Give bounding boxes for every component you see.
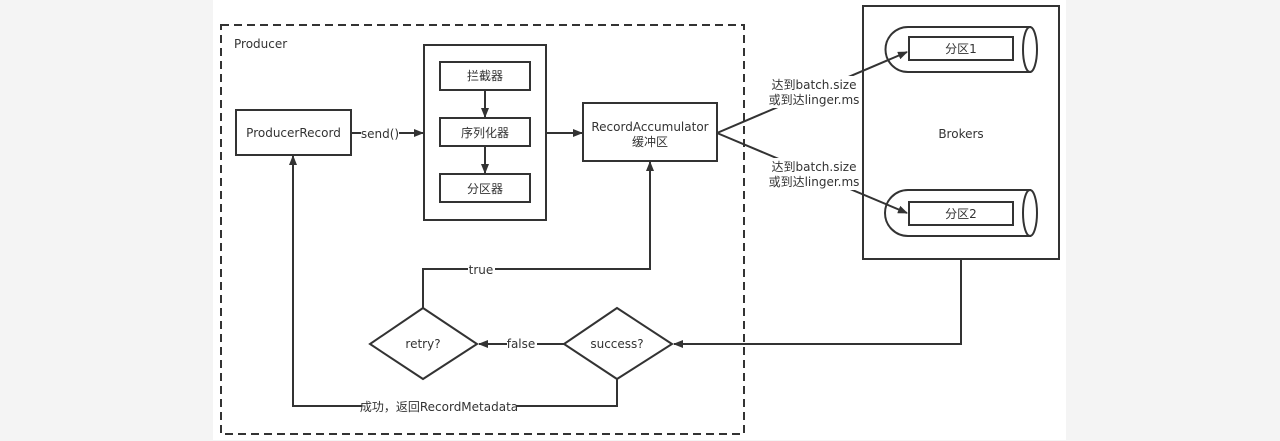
serializer-node[interactable]: 序列化器	[439, 117, 531, 147]
partition2-edge-label-line1: 达到batch.size	[772, 160, 857, 174]
partitioner-label: 分区器	[467, 182, 503, 196]
brokers-to-success-edge	[673, 259, 962, 348]
accumulator-to-partition1-edge: 达到batch.size 或到达linger.ms	[716, 51, 908, 134]
interceptor-label: 拦截器	[467, 69, 503, 83]
success-false-edge: false	[478, 336, 564, 352]
accumulator-label-line2: 缓冲区	[632, 134, 668, 149]
producer-group-label: Producer	[234, 37, 287, 51]
accumulator-label-line1: RecordAccumulator	[591, 120, 708, 134]
record-accumulator-node[interactable]: RecordAccumulator 缓冲区	[582, 102, 718, 162]
serializer-label: 序列化器	[461, 125, 509, 140]
partition2-edge-label-line2: 或到达linger.ms	[769, 175, 860, 189]
retry-label: retry?	[405, 337, 440, 351]
retry-true-edge: true	[422, 161, 654, 308]
partition2-label: 分区2	[945, 207, 977, 221]
producer-record-label: ProducerRecord	[246, 126, 341, 140]
success-label: success?	[590, 337, 643, 351]
partition2-queue[interactable]: 分区2	[884, 189, 1038, 237]
false-edge-label: false	[507, 337, 536, 351]
success-decision[interactable]: success?	[562, 306, 674, 381]
send-edge-label: send()	[361, 127, 399, 141]
interceptor-node[interactable]: 拦截器	[439, 61, 531, 91]
accumulator-to-partition2-edge: 达到batch.size 或到达linger.ms	[716, 132, 908, 214]
true-edge-label: true	[469, 263, 494, 277]
producer-record-node[interactable]: ProducerRecord	[235, 109, 352, 156]
retry-decision[interactable]: retry?	[368, 306, 479, 381]
partition1-edge-label-line2: 或到达linger.ms	[769, 93, 860, 107]
partition1-edge-label-line1: 达到batch.size	[772, 78, 857, 92]
cylinder-end-icon	[1022, 26, 1038, 73]
return-edge-label: 成功，返回RecordMetadata	[360, 400, 518, 414]
diagram-canvas: Producer ProducerRecord send() 拦截器 序列化器 …	[213, 0, 1066, 440]
send-edge: send()	[351, 125, 424, 141]
cylinder-end-icon	[1022, 189, 1038, 237]
partition1-label: 分区1	[945, 42, 977, 56]
partitioner-node[interactable]: 分区器	[439, 173, 531, 203]
brokers-label: Brokers	[938, 127, 983, 141]
partition1-queue[interactable]: 分区1	[884, 26, 1038, 73]
producer-group-border	[220, 24, 745, 435]
kafka-producer-flow-diagram: Producer ProducerRecord send() 拦截器 序列化器 …	[220, 5, 1060, 435]
success-return-edge: 成功，返回RecordMetadata	[289, 155, 618, 414]
